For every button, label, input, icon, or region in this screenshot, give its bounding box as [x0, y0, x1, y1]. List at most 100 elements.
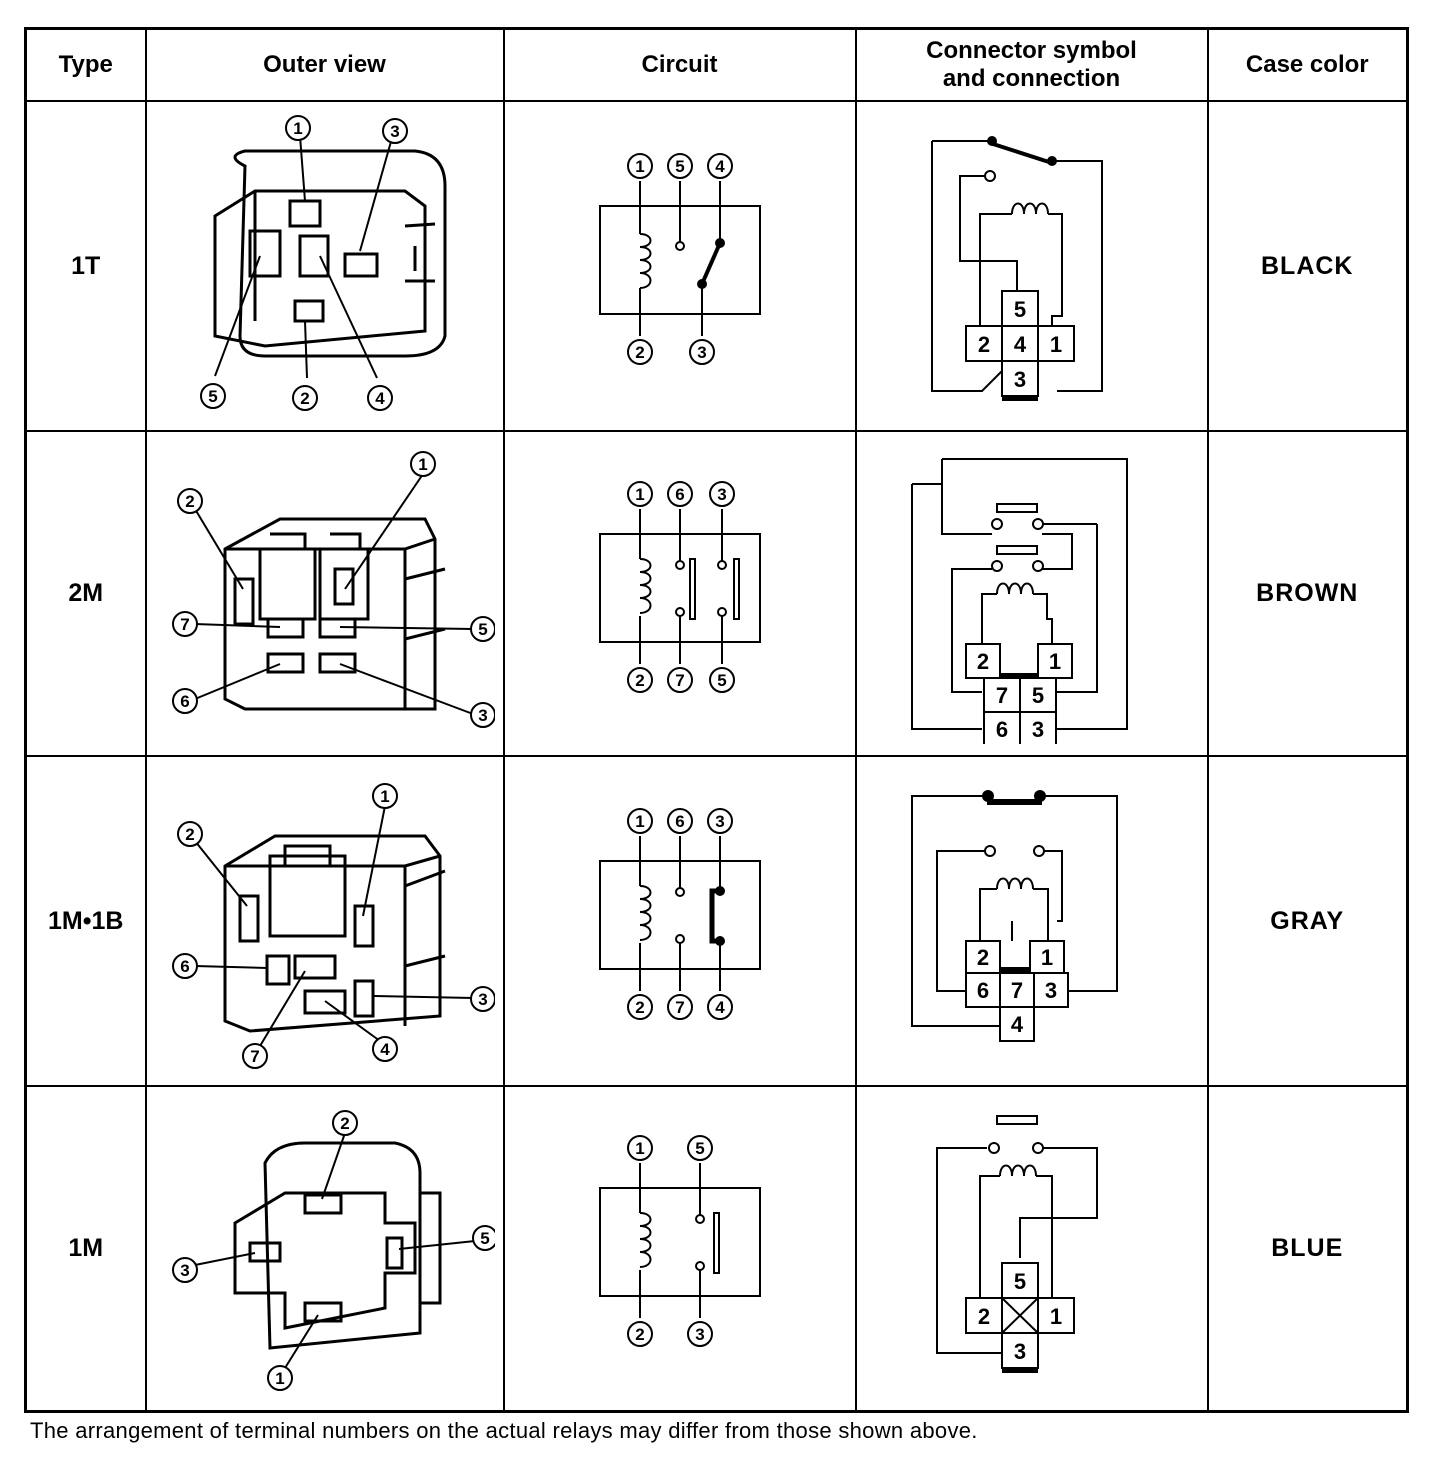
outer-view-cell: 2 5 3 1 [144, 1085, 505, 1412]
circuit-terminal-top: 6 [675, 485, 684, 504]
circuit-terminal-top: 1 [635, 157, 644, 176]
outer-terminal-label: 5 [208, 387, 217, 406]
outer-terminal-label: 4 [375, 389, 385, 408]
circuit-terminal-top: 1 [635, 1139, 644, 1158]
connector-pin-label: 3 [1013, 367, 1025, 392]
header-type: Type [24, 27, 147, 102]
connector-pin-label: 4 [1013, 332, 1026, 357]
outer-terminal-label: 5 [478, 620, 487, 639]
connector-pin-label: 1 [1049, 1304, 1061, 1329]
outer-view-cell: 1 2 6 3 7 4 [144, 755, 505, 1087]
outer-terminal-label: 1 [418, 455, 427, 474]
circuit-terminal-top: 1 [635, 485, 644, 504]
circuit-terminal-top: 5 [695, 1139, 704, 1158]
type-cell: 1M [24, 1085, 147, 1412]
connector-diagram: 2 1 6 7 3 4 [910, 790, 1118, 1042]
circuit-terminal-bottom: 2 [635, 671, 644, 690]
coil-symbol [639, 885, 651, 941]
type-cell: 1M•1B [24, 755, 147, 1087]
connector-pin-label: 2 [976, 649, 988, 674]
coil-symbol [639, 233, 651, 289]
connector-pin-label: 5 [1013, 297, 1025, 322]
outer-view-cell: 1 3 5 2 4 [144, 100, 505, 432]
outer-view-illustration: 1 2 7 5 6 3 [171, 450, 495, 728]
connector-pin-label: 2 [977, 332, 989, 357]
circuit-terminal-bottom: 2 [635, 343, 644, 362]
connector-pin-label: 1 [1048, 649, 1060, 674]
outer-terminal-label: 6 [180, 692, 189, 711]
connector-pin-label: 5 [1031, 683, 1043, 708]
outer-terminal-label: 7 [250, 1047, 259, 1066]
circuit-diagram: 1 5 2 3 [598, 1135, 761, 1348]
outer-terminal-label: 2 [300, 389, 309, 408]
table-row: 1M•1B [24, 755, 1409, 1087]
table-row: 1T [24, 100, 1409, 432]
connector-diagram: 2 1 7 5 6 3 [910, 457, 1128, 744]
case-color-cell: BROWN [1206, 430, 1409, 757]
circuit-diagram: 1 6 3 2 7 4 [598, 808, 761, 1020]
circuit-terminal-top: 3 [717, 485, 726, 504]
header-connector-line2: and connection [942, 65, 1121, 92]
outer-terminal-labels: 1 2 6 3 7 4 [171, 783, 495, 1069]
outer-terminal-label: 3 [180, 1261, 189, 1280]
header-case-color: Case color [1206, 27, 1409, 102]
connector-pin-label: 3 [1044, 978, 1056, 1003]
circuit-diagram: 1 6 3 2 7 5 [598, 480, 761, 693]
connector-pin-label: 7 [995, 683, 1007, 708]
circuit-terminal-labels: 1 6 3 2 7 4 [626, 808, 733, 1020]
connector-pin-label: 6 [976, 978, 988, 1003]
outer-terminal-labels: 1 2 7 5 6 3 [171, 450, 495, 728]
connector-cell: 5 2 1 3 [854, 1085, 1209, 1412]
case-color-cell: BLUE [1206, 1085, 1409, 1412]
connector-pin-label: 3 [1013, 1339, 1025, 1364]
circuit-terminal-bottom: 3 [697, 343, 706, 362]
outer-terminal-label: 1 [293, 119, 302, 138]
outer-terminal-label: 3 [390, 122, 399, 141]
circuit-cell: 1 5 2 3 [502, 1085, 857, 1412]
connector-diagram: 5 2 1 3 [935, 1115, 1098, 1374]
outer-terminal-label: 7 [180, 615, 189, 634]
outer-terminal-label: 2 [185, 825, 194, 844]
connector-pin-label: 2 [976, 945, 988, 970]
connector-cell: 2 1 6 7 3 4 [854, 755, 1209, 1087]
relay-table: Type Outer view Circuit Connector symbol… [24, 27, 1409, 1413]
outer-terminal-label: 6 [180, 957, 189, 976]
coil-symbol [639, 557, 651, 614]
header-connector-line1: Connector symbol [926, 37, 1137, 64]
connector-pin-label: 7 [1010, 978, 1022, 1003]
header-row: Type Outer view Circuit Connector symbol… [24, 27, 1409, 102]
circuit-cell: 1 6 3 2 7 5 [502, 430, 857, 757]
outer-terminal-label: 1 [275, 1369, 284, 1388]
circuit-terminal-bottom: 4 [715, 998, 725, 1017]
connector-cell: 5 2 4 1 3 [854, 100, 1209, 432]
outer-view-cell: 1 2 7 5 6 3 [144, 430, 505, 757]
circuit-terminal-bottom: 2 [635, 998, 644, 1017]
table-row: 1M [24, 1085, 1409, 1412]
circuit-terminal-top: 3 [715, 812, 724, 831]
outer-view-illustration: 2 5 3 1 [171, 1110, 495, 1392]
outer-terminal-label: 5 [480, 1229, 489, 1248]
connector-pin-label: 1 [1040, 945, 1052, 970]
case-color-cell: BLACK [1206, 100, 1409, 432]
circuit-terminal-bottom: 5 [717, 671, 726, 690]
circuit-terminal-top: 5 [675, 157, 684, 176]
outer-view-illustration: 1 2 6 3 7 4 [171, 783, 495, 1069]
coil-symbol [639, 1212, 651, 1269]
type-cell: 1T [24, 100, 147, 432]
circuit-terminal-bottom: 2 [635, 1325, 644, 1344]
connector-pin-label: 1 [1049, 332, 1061, 357]
header-connector: Connector symbol and connection [854, 27, 1209, 102]
circuit-terminal-bottom: 7 [675, 671, 684, 690]
table-row: 2M [24, 430, 1409, 757]
outer-terminal-label: 2 [340, 1114, 349, 1133]
circuit-terminal-bottom: 7 [675, 998, 684, 1017]
connector-cell: 2 1 7 5 6 3 [854, 430, 1209, 757]
outer-terminal-labels: 2 5 3 1 [171, 1110, 495, 1392]
outer-terminal-label: 4 [380, 1040, 390, 1059]
outer-terminal-label: 1 [380, 787, 389, 806]
circuit-terminal-labels: 1 5 2 3 [626, 1135, 713, 1348]
header-circuit: Circuit [502, 27, 857, 102]
circuit-terminal-labels: 1 6 3 2 7 5 [626, 480, 735, 693]
circuit-terminal-labels: 1 5 4 2 3 [626, 153, 733, 365]
connector-pin-label: 6 [995, 717, 1007, 742]
